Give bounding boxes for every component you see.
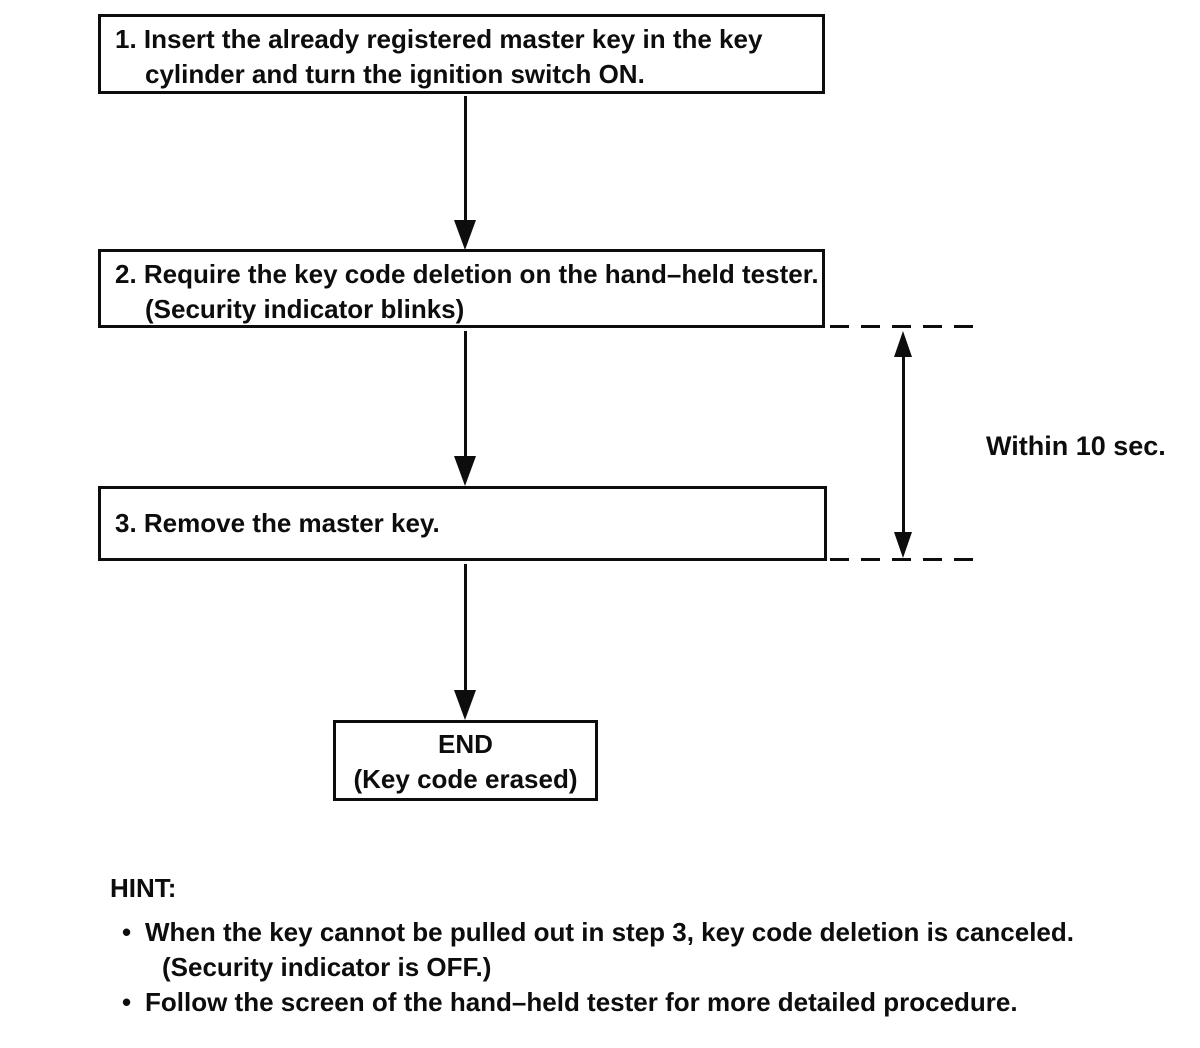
arrow-down-icon: [894, 532, 912, 558]
step-3-box: 3. Remove the master key.: [98, 486, 827, 561]
end-box: END (Key code erased): [333, 720, 598, 801]
dashed-line-bottom: [830, 558, 977, 561]
step-2-line-2: (Security indicator blinks): [145, 294, 465, 324]
arrow-shaft: [464, 564, 467, 690]
hint-section: HINT: • When the key cannot be pulled ou…: [110, 871, 1150, 1020]
step-1-line-1: 1. Insert the already registered master …: [115, 24, 763, 54]
step-1-line-2: cylinder and turn the ignition switch ON…: [145, 59, 645, 89]
arrow-shaft: [902, 353, 905, 534]
arrow-shaft: [464, 331, 467, 457]
arrow-up-icon: [894, 331, 912, 357]
hint-bullet-1-line-1: When the key cannot be pulled out in ste…: [145, 917, 1074, 947]
hint-bullet-2-line-1: Follow the screen of the hand–held teste…: [145, 987, 1018, 1017]
hint-title: HINT:: [110, 873, 177, 903]
timing-label: Within 10 sec.: [986, 431, 1166, 461]
dashed-line-top: [830, 325, 976, 328]
step-2-line-1: 2. Require the key code deletion on the …: [115, 259, 819, 289]
bullet-icon: •: [122, 917, 132, 947]
bullet-icon: •: [122, 987, 132, 1017]
step-3-line-1: 3. Remove the master key.: [115, 508, 440, 538]
hint-bullet-1-line-2: (Security indicator is OFF.): [162, 952, 492, 982]
end-subtitle: (Key code erased): [353, 764, 578, 794]
end-title: END: [438, 729, 493, 759]
hint-bullet-2: • Follow the screen of the hand–held tes…: [110, 985, 1150, 1020]
arrow-down-icon: [454, 220, 476, 250]
arrow-down-icon: [454, 690, 476, 720]
step-1-box: 1. Insert the already registered master …: [98, 14, 825, 94]
step-2-box: 2. Require the key code deletion on the …: [98, 249, 825, 328]
arrow-shaft: [464, 96, 467, 222]
hint-bullet-1: • When the key cannot be pulled out in s…: [110, 915, 1150, 985]
hint-bullet-2-text: Follow the screen of the hand–held teste…: [145, 985, 1018, 1020]
hint-bullet-1-text: When the key cannot be pulled out in ste…: [145, 915, 1074, 985]
arrow-down-icon: [454, 456, 476, 486]
